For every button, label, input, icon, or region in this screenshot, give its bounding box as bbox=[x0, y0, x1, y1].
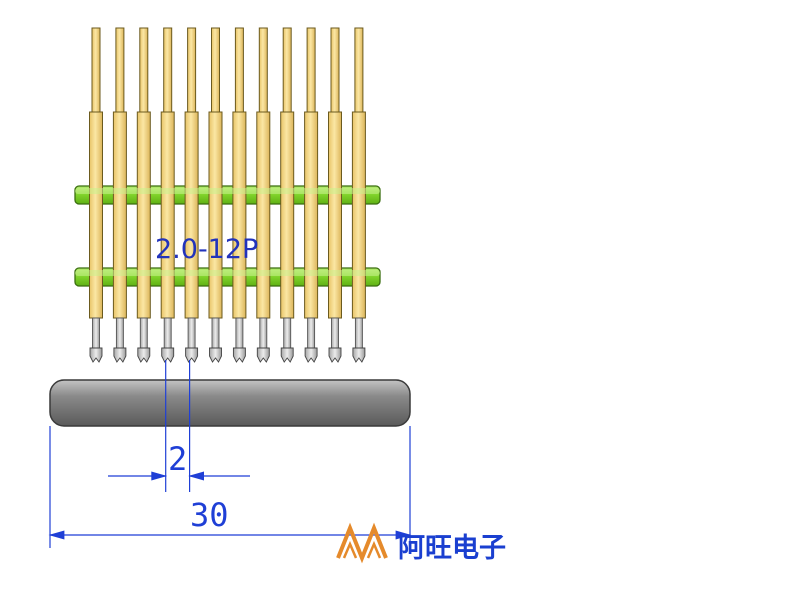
dimension-arrowhead bbox=[151, 471, 168, 481]
pin-plunger bbox=[163, 317, 172, 349]
pin bbox=[328, 27, 342, 363]
pin-body bbox=[280, 111, 295, 319]
part-number-label: 2.0-12P bbox=[155, 234, 258, 265]
pin-crown-tip bbox=[89, 347, 103, 363]
pin-plunger bbox=[187, 317, 196, 349]
pin-plunger bbox=[331, 317, 339, 349]
pin-body bbox=[351, 111, 366, 319]
pin-body bbox=[304, 111, 319, 319]
pin-body bbox=[208, 111, 223, 319]
dimension-arrowhead bbox=[395, 530, 412, 540]
dimension-annotations bbox=[48, 360, 412, 548]
pin-body bbox=[89, 111, 103, 319]
pin-body bbox=[232, 111, 247, 319]
pin-top-section bbox=[211, 27, 220, 115]
pin-crown-tip bbox=[280, 347, 294, 363]
pitch-dimension-label: 2 bbox=[168, 440, 187, 478]
pin bbox=[160, 27, 175, 363]
pin-body bbox=[112, 111, 127, 319]
pin-crown-tip bbox=[328, 347, 342, 363]
aw-monogram-icon bbox=[336, 522, 388, 564]
pin-top-section bbox=[354, 27, 364, 115]
pin-crown-tip bbox=[137, 347, 151, 363]
pin-crown-tip bbox=[209, 347, 222, 363]
pin bbox=[304, 27, 319, 363]
pin bbox=[89, 27, 103, 363]
pin-crown-tip bbox=[232, 347, 246, 363]
brand-name: 阿旺电子 bbox=[398, 533, 506, 564]
pin-plunger bbox=[307, 317, 316, 349]
pin-top-section bbox=[330, 27, 340, 115]
pin-top-section bbox=[139, 27, 149, 115]
insulator-bar-highlight bbox=[75, 270, 380, 276]
pin-top-section bbox=[234, 27, 244, 115]
pin-body bbox=[256, 111, 271, 319]
pin bbox=[184, 27, 199, 363]
pin bbox=[351, 27, 366, 363]
pin-top-section bbox=[187, 27, 197, 115]
pin-plunger bbox=[259, 317, 268, 349]
pin bbox=[256, 27, 271, 363]
pin-crown-tip bbox=[161, 347, 175, 363]
pin-top-section bbox=[306, 27, 316, 115]
pin-body bbox=[160, 111, 175, 319]
pin bbox=[136, 27, 151, 363]
pin-top-section bbox=[115, 27, 125, 115]
insulator-bar-highlight bbox=[75, 188, 380, 194]
pin bbox=[112, 27, 127, 363]
pin-top-section bbox=[258, 27, 268, 115]
bus-body bbox=[49, 379, 411, 427]
length-dimension-label: 30 bbox=[190, 496, 229, 534]
pin-crown-tip bbox=[113, 347, 127, 363]
pin-body bbox=[328, 111, 342, 319]
pin-top-section bbox=[91, 27, 101, 115]
pin bbox=[280, 27, 295, 363]
pin-plunger bbox=[235, 317, 244, 349]
pin-plunger bbox=[283, 317, 292, 349]
pin-crown-tip bbox=[304, 347, 318, 363]
pin-plunger bbox=[354, 317, 363, 349]
pin-body bbox=[184, 111, 199, 319]
pin-plunger bbox=[115, 317, 124, 349]
pin-plunger bbox=[139, 317, 148, 349]
pin-crown-tip bbox=[256, 347, 270, 363]
pin-array bbox=[89, 27, 366, 363]
pin-crown-tip bbox=[352, 347, 366, 363]
dimension-arrowhead bbox=[188, 471, 204, 481]
pin-plunger bbox=[92, 317, 100, 349]
pin-top-section bbox=[163, 27, 173, 115]
pin bbox=[232, 27, 247, 363]
pin-plunger bbox=[211, 317, 220, 349]
pin-top-section bbox=[282, 27, 292, 115]
pin bbox=[208, 27, 223, 363]
pin-crown-tip bbox=[185, 347, 199, 363]
insulator-bars-front bbox=[75, 188, 380, 276]
pin-body bbox=[136, 111, 151, 319]
dimension-arrowhead bbox=[48, 530, 65, 540]
